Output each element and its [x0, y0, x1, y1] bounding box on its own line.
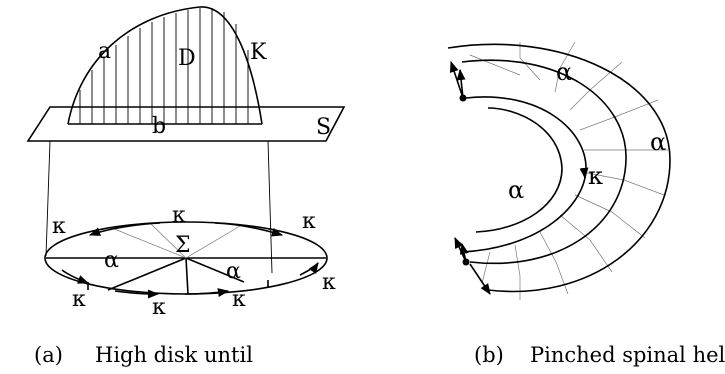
helix-inner-arc [461, 96, 587, 253]
label-K: K [250, 40, 267, 65]
figure-b: α α α κ [447, 41, 671, 300]
disk-D-outline [67, 6, 263, 125]
label-alpha-2: α [226, 259, 241, 284]
label-b: b [152, 114, 166, 139]
caption-a-text: High disk until [95, 343, 253, 367]
kappa-arrows [61, 222, 319, 299]
label-kappa-bl: κ [72, 287, 86, 312]
label-kappa-bm: κ [152, 295, 166, 320]
caption-b-tag: (b) [474, 343, 504, 367]
disk-D-hatching [79, 8, 249, 124]
label-a: a [98, 39, 111, 64]
sigma-radials [107, 222, 245, 295]
label-Sigma: Σ [175, 233, 191, 258]
label-S: S [316, 115, 331, 140]
label-alpha-inner: α [508, 176, 524, 204]
connector-right [267, 140, 273, 274]
helix-outer-arc [447, 43, 671, 293]
plane-S [26, 106, 346, 142]
caption-b-text: Pinched spinal helix [530, 343, 725, 367]
label-kappa-right: κ [302, 209, 316, 234]
ellipse-ticks [87, 280, 269, 290]
label-kappa-left: κ [52, 214, 66, 239]
label-kappa-top: κ [172, 203, 186, 228]
label-alpha-right: α [650, 128, 666, 156]
label-kappa-b: κ [588, 162, 603, 190]
figure-a: a D K b S Σ α α κ κ κ κ κ κ κ [26, 6, 346, 320]
label-alpha-top: α [556, 58, 572, 86]
helix-end-arrows [449, 60, 589, 295]
label-D: D [178, 46, 196, 71]
label-alpha-1: α [104, 248, 119, 273]
helix-inner-alpha-arc [475, 107, 563, 233]
label-kappa-br: κ [232, 287, 246, 312]
connector-left [45, 140, 51, 257]
helix-middle-arc [461, 59, 627, 265]
helix-hatching [469, 41, 668, 300]
caption-a-tag: (a) [34, 343, 63, 367]
label-kappa-far-right: κ [322, 270, 336, 295]
